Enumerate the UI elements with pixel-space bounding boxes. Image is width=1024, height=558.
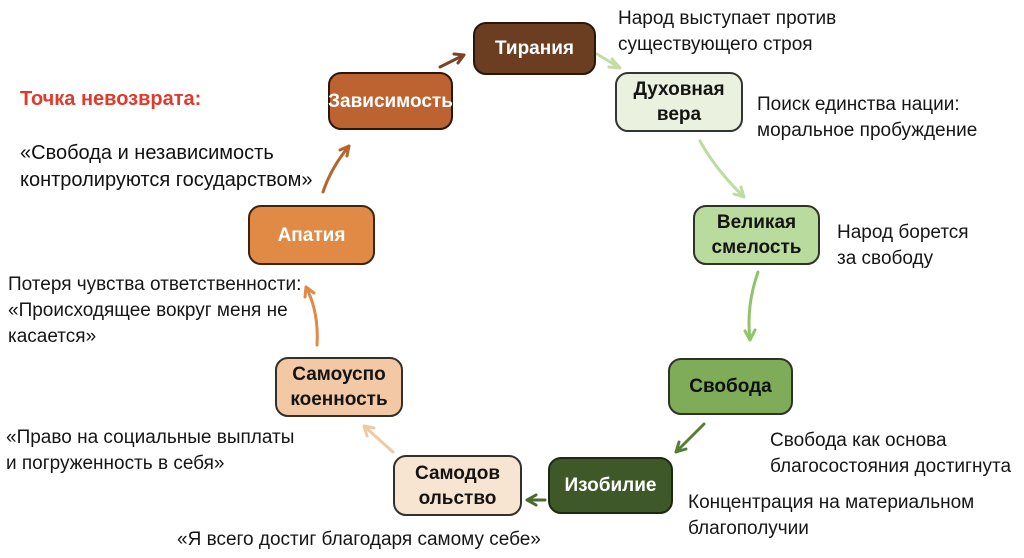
node-spiritual-faith: Духовная вера (615, 72, 743, 132)
arrow-complacency-to-apathy (303, 285, 319, 347)
node-complacency-label: Самоуспо коенность (290, 364, 388, 410)
arrow-abundance-to-smugness (525, 493, 547, 507)
note-prosperity: Свобода как основа благосостояния достиг… (770, 430, 1012, 477)
point-of-no-return-body: «Свобода и независимость контролируются … (20, 142, 313, 191)
arrow-dependence-to-tyranny (438, 52, 466, 69)
arrow-apathy-to-dependence (321, 144, 351, 194)
node-abundance: Изобилие (548, 457, 673, 514)
note-self-made: «Я всего достиг благодаря самому себе» (177, 529, 541, 550)
node-abundance-label: Изобилие (564, 475, 657, 496)
node-great-courage-label: Великая смелость (711, 212, 802, 258)
point-of-no-return-heading: Точка невозврата: (20, 88, 202, 110)
node-spiritual-faith-label: Духовная вера (633, 79, 725, 125)
node-tyranny: Тирания (473, 22, 596, 75)
arrow-spiritual-faith-to-great-courage (698, 139, 746, 199)
node-freedom: Свобода (668, 358, 793, 415)
arrow-great-courage-to-freedom (743, 270, 760, 342)
note-uprising: Народ выступает против существующего стр… (618, 8, 837, 55)
node-tyranny-label: Тирания (495, 38, 574, 59)
node-apathy: Апатия (248, 205, 375, 265)
node-freedom-label: Свобода (689, 376, 772, 397)
arrow-tyranny-to-spiritual-faith (595, 52, 622, 70)
arrow-freedom-to-abundance (674, 422, 706, 454)
note-material-wellbeing: Концентрация на материальном благополучи… (688, 492, 975, 539)
note-lost-responsibility: Потеря чувства ответственности: «Происхо… (8, 274, 302, 347)
arrow-smugness-to-complacency (362, 424, 395, 454)
note-fight-for-freedom: Народ борется за свободу (837, 222, 969, 269)
node-dependence: Зависимость (328, 72, 453, 130)
note-unity: Поиск единства нации: моральное пробужде… (757, 94, 978, 141)
node-apathy-label: Апатия (277, 224, 346, 246)
note-entitlement: «Право на социальные выплаты и погруженн… (6, 427, 295, 474)
node-smugness-label: Самодов ольство (414, 462, 501, 509)
note-point-of-no-return: Точка невозврата: «Свобода и независимос… (20, 59, 313, 221)
node-dependence-label: Зависимость (328, 90, 453, 112)
node-great-courage: Великая смелость (693, 205, 820, 265)
node-complacency: Самоуспо коенность (275, 357, 403, 417)
node-smugness: Самодов ольство (393, 455, 522, 516)
